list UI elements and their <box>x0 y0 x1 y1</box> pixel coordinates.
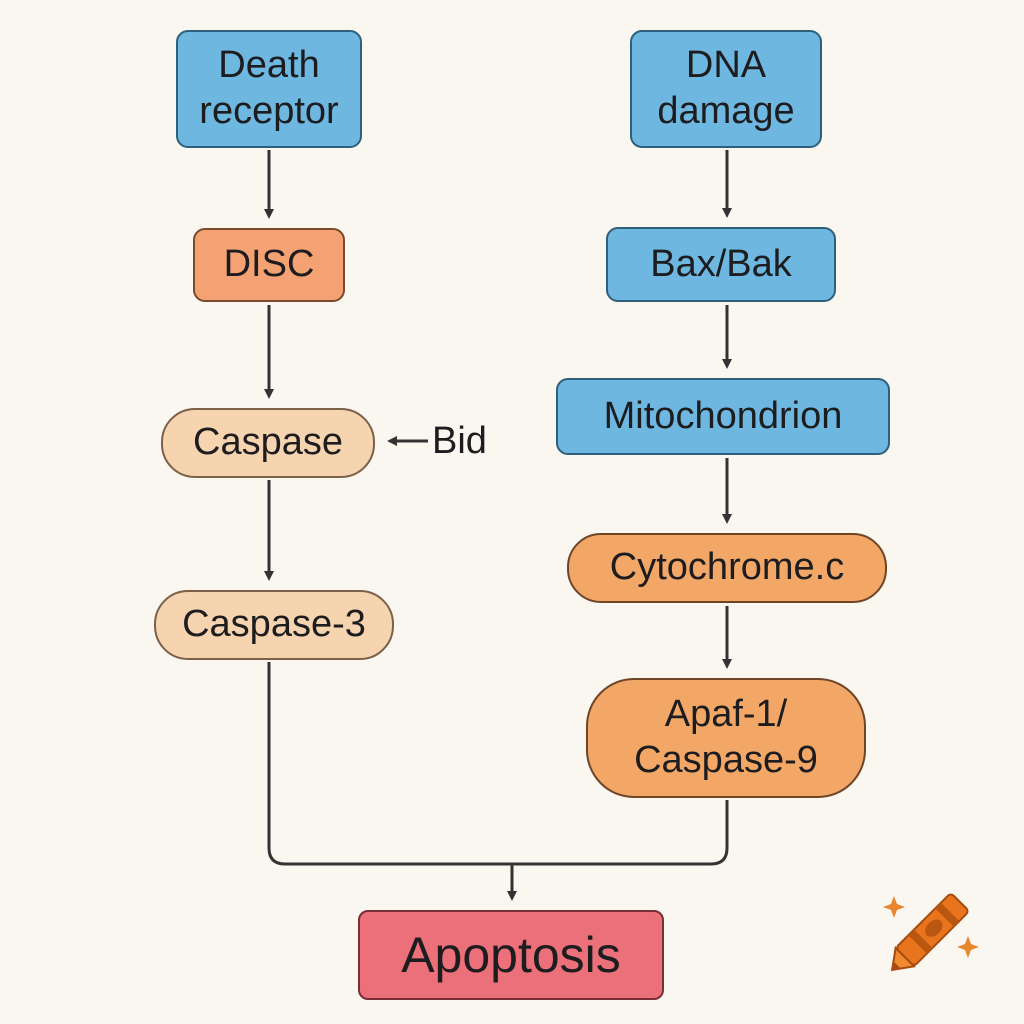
cytochrome-c-box: Cytochrome.c <box>567 533 887 603</box>
caspase-3-box: Caspase-3 <box>154 590 394 660</box>
crayon-icon <box>883 893 979 972</box>
mitochondrion-box: Mitochondrion <box>556 378 890 455</box>
apoptosis-box: Apoptosis <box>358 910 664 1000</box>
apaf-caspase9-box: Apaf-1/ Caspase-9 <box>586 678 866 798</box>
merge-line <box>267 662 729 866</box>
dna-damage-box: DNA damage <box>630 30 822 148</box>
bid-label: Bid <box>432 420 487 462</box>
caspase-box: Caspase <box>161 408 375 478</box>
bax-bak-box: Bax/Bak <box>606 227 836 302</box>
death-receptor-box: Death receptor <box>176 30 362 148</box>
disc-box: DISC <box>193 228 345 302</box>
